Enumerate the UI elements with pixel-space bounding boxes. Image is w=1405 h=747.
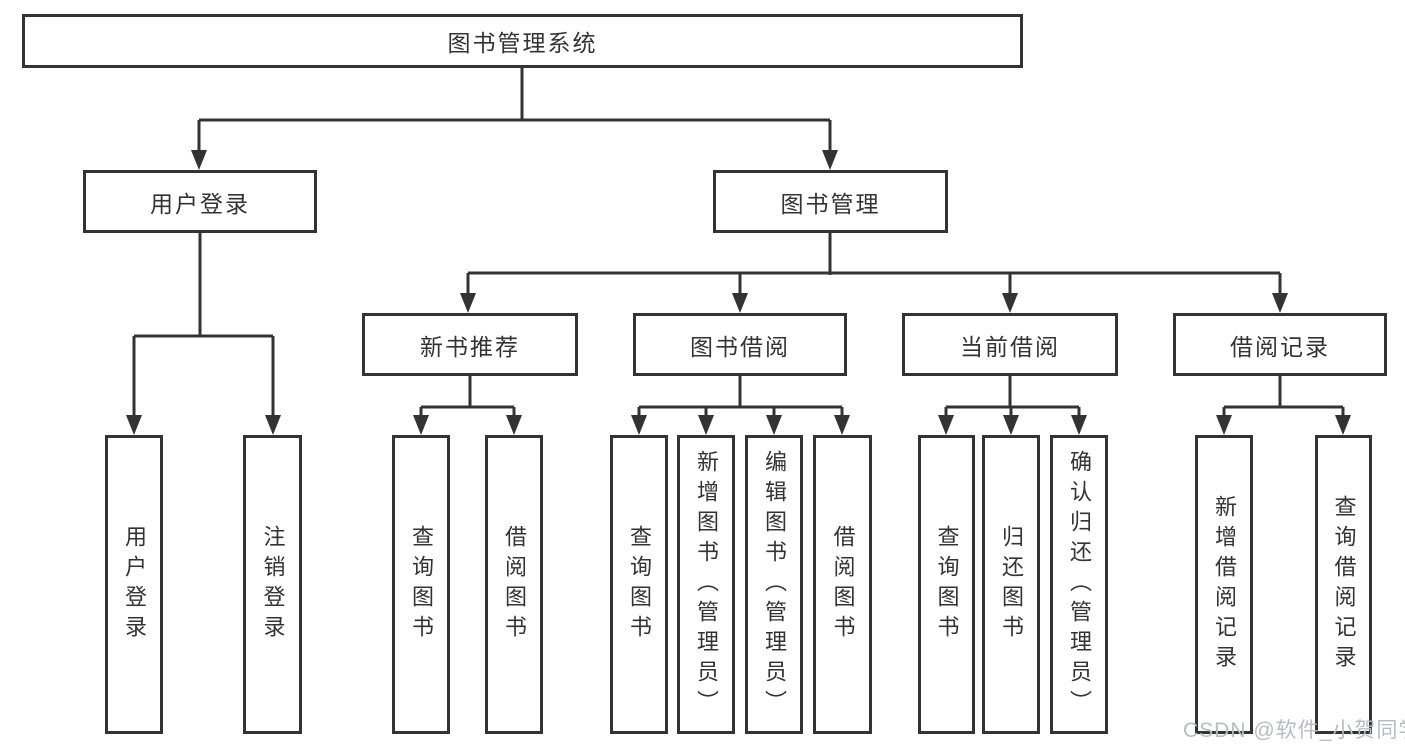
leaf-logout-label: 注销登录 bbox=[260, 524, 286, 645]
leaf-return-books-label: 归还图书 bbox=[999, 524, 1024, 645]
leaf-user-login: 用户登录 bbox=[105, 435, 163, 734]
node-current-borrowing-label: 当前借阅 bbox=[960, 333, 1060, 360]
leaf-borrow-books-borrowing-label: 借阅图书 bbox=[830, 524, 856, 645]
root-node-label: 图书管理系统 bbox=[447, 30, 598, 56]
leaf-query-books-recommend: 查询图书 bbox=[392, 435, 450, 734]
leaf-query-books-current-label: 查询图书 bbox=[934, 524, 960, 645]
node-book-management-label: 图书管理 bbox=[780, 190, 881, 217]
leaf-query-borrow-record-label: 查询借阅记录 bbox=[1331, 494, 1357, 675]
node-new-book-recommend-label: 新书推荐 bbox=[420, 333, 520, 360]
leaf-add-book-admin-label: 新增图书（管理员） bbox=[694, 449, 719, 720]
node-current-borrowing: 当前借阅 bbox=[902, 313, 1118, 376]
node-new-book-recommend: 新书推荐 bbox=[362, 313, 578, 376]
leaf-query-books-recommend-label: 查询图书 bbox=[409, 524, 434, 645]
root-node-library-system: 图书管理系统 bbox=[22, 14, 1023, 68]
leaf-query-books-current: 查询图书 bbox=[918, 435, 975, 734]
leaf-query-books-borrowing-label: 查询图书 bbox=[627, 524, 652, 645]
node-book-borrowing-label: 图书借阅 bbox=[690, 333, 790, 360]
connector-strokes bbox=[132, 68, 1345, 417]
node-user-login-label: 用户登录 bbox=[150, 190, 250, 217]
leaf-edit-book-admin-label: 编辑图书（管理员） bbox=[762, 449, 787, 720]
leaf-confirm-return-admin: 确认归还（管理员） bbox=[1050, 435, 1108, 734]
node-borrowing-records: 借阅记录 bbox=[1173, 313, 1387, 376]
leaf-borrow-books-recommend-label: 借阅图书 bbox=[502, 524, 527, 645]
leaf-edit-book-admin: 编辑图书（管理员） bbox=[745, 435, 803, 734]
csdn-watermark: CSDN @软件_小贺同学 bbox=[1183, 719, 1405, 742]
leaf-add-borrow-record: 新增借阅记录 bbox=[1195, 435, 1253, 734]
leaf-confirm-return-admin-label: 确认归还（管理员） bbox=[1067, 449, 1092, 720]
node-borrowing-records-label: 借阅记录 bbox=[1230, 333, 1330, 360]
node-book-borrowing: 图书借阅 bbox=[633, 313, 847, 376]
leaf-return-books: 归还图书 bbox=[982, 435, 1040, 734]
leaf-query-borrow-record: 查询借阅记录 bbox=[1315, 435, 1372, 734]
leaf-borrow-books-borrowing: 借阅图书 bbox=[813, 435, 872, 734]
leaf-add-borrow-record-label: 新增借阅记录 bbox=[1212, 494, 1237, 675]
leaf-add-book-admin: 新增图书（管理员） bbox=[677, 435, 735, 734]
leaf-borrow-books-recommend: 借阅图书 bbox=[485, 435, 543, 734]
leaf-query-books-borrowing: 查询图书 bbox=[610, 435, 668, 734]
node-book-management: 图书管理 bbox=[713, 170, 948, 233]
leaf-user-login-label: 用户登录 bbox=[122, 524, 147, 645]
leaf-logout: 注销登录 bbox=[243, 435, 302, 734]
node-user-login: 用户登录 bbox=[83, 170, 317, 233]
